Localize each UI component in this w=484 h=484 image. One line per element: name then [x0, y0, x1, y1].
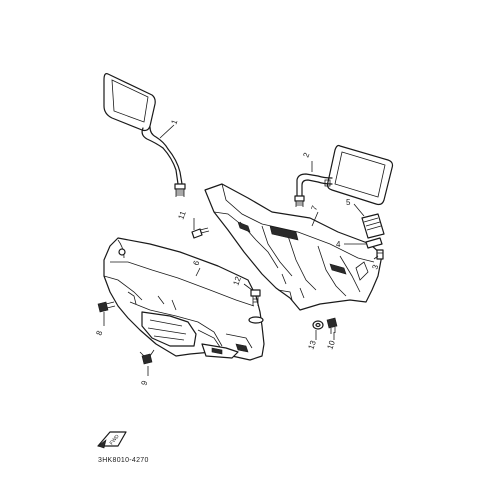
bolt-10	[326, 317, 338, 334]
screw-8	[97, 301, 116, 313]
callout-9: 9	[139, 379, 149, 387]
part-3-clip	[376, 249, 384, 260]
screw-9	[139, 349, 155, 365]
bolt-12	[250, 289, 261, 306]
washer-13	[312, 320, 324, 330]
drawing-code: 3HK8010-4270	[98, 457, 149, 464]
left-mirror	[103, 73, 186, 197]
callout-labels: 1 2 5 7 4 3 11 6 12 13 10 8 9	[94, 118, 380, 387]
callout-4: 4	[336, 240, 341, 249]
callout-6: 6	[191, 259, 201, 267]
callout-10: 10	[325, 339, 337, 351]
callout-5: 5	[346, 198, 351, 207]
part-5-lens	[361, 213, 385, 239]
callout-3: 3	[370, 263, 380, 271]
callout-11: 11	[176, 209, 187, 220]
callout-2: 2	[301, 151, 311, 159]
part-4-bracket	[365, 237, 383, 249]
callout-13: 13	[306, 339, 318, 351]
rear-handle-cover	[204, 183, 383, 311]
callout-1: 1	[169, 118, 179, 126]
callout-8: 8	[94, 329, 104, 337]
leader-lines	[103, 124, 379, 376]
fwd-arrow-icon: FWD	[97, 431, 127, 449]
right-mirror	[294, 144, 394, 207]
callout-12: 12	[231, 275, 243, 287]
callout-7: 7	[309, 204, 319, 212]
screw-11	[191, 227, 210, 239]
front-handle-cover	[103, 237, 265, 361]
